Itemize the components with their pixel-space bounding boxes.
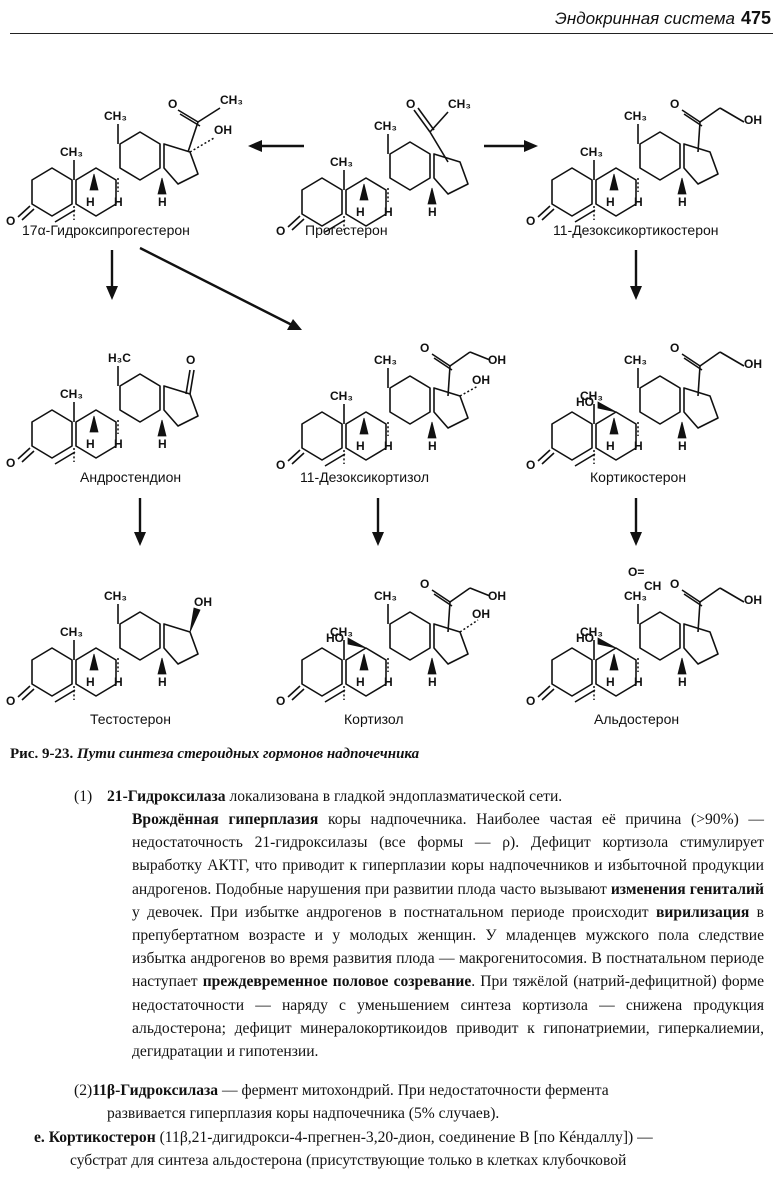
item-letter: е. [34,1129,45,1146]
structure-cortisol: O OH OH HO [276,577,506,708]
compound-name: Кортикостерон [590,469,686,485]
term: изменения гениталий [610,880,764,898]
arrow-down [630,250,642,300]
running-title: Эндокринная система [555,9,735,28]
term: 11β-Гидроксилаза [92,1082,219,1099]
svg-text:O: O [420,577,429,591]
compound-name: Тестостерон [90,711,171,727]
term: 21-Гидроксилаза [107,788,226,805]
figure-title: Пути синтеза стероидных гормонов надпоче… [76,746,420,762]
svg-text:O: O [670,97,679,111]
svg-text:OH: OH [472,607,490,621]
svg-text:O: O [168,97,177,111]
compound-name: Альдостерон [594,711,679,727]
list-item-11b-hydroxylase: (2)11β-Гидроксилаза — фермент митохондри… [74,1079,764,1102]
arrow-down [134,498,146,546]
figure-label: Рис. 9-23. [10,746,74,762]
structure-11-deoxycorticosterone: O OH [526,97,762,228]
paragraph-continued: субстрат для синтеза альдостерона (прису… [70,1152,627,1169]
svg-text:H: H [114,437,123,451]
paragraph-text: у девочек. При избытке андрогенов в пост… [132,903,656,921]
paragraph-text: . При тяжёлой (натрий-дефицитной) форме … [132,973,764,1061]
header-rule [10,33,773,34]
svg-text:OH: OH [744,593,762,607]
compound-name: 11-Дезоксикортизол [300,469,429,485]
arrow-down [630,498,642,546]
svg-text:OH: OH [472,373,490,387]
item-text: — фермент митохондрий. При недостаточнос… [218,1082,609,1099]
structure-corticosterone: O OH HO [526,341,762,472]
svg-text:O: O [670,341,679,355]
svg-text:CH₃: CH₃ [60,387,83,401]
svg-text:HO: HO [576,631,594,645]
svg-text:O=: O= [628,565,644,579]
svg-text:OH: OH [194,595,212,609]
compound-name: Андростендион [80,469,181,485]
item-text: локализована в гладкой эндоплазматическо… [225,788,563,805]
svg-text:H: H [158,437,167,451]
arrow-left [248,140,304,152]
svg-text:HO: HO [576,395,594,409]
svg-text:OH: OH [744,113,762,127]
structure-11-deoxycortisol: O OH OH [276,341,506,472]
figure-caption: Рис. 9-23. Пути синтеза стероидных гормо… [10,746,419,763]
structure-testosterone: OH [6,589,212,708]
svg-text:OH: OH [488,353,506,367]
arrow-right [484,140,538,152]
paragraph-continued: развивается гиперплазия коры надпочечник… [107,1105,500,1122]
item-text: (11β,21-дигидрокси-4-прегнен-3,20-дион, … [155,1129,653,1146]
term: вирилизация [655,903,750,921]
arrow-down [106,250,118,300]
steroid-synthesis-scheme: O CH₃ CH₃ H H H O CH₃ OH O [6,93,762,727]
svg-text:H₃C: H₃C [108,351,131,365]
svg-text:OH: OH [488,589,506,603]
paragraph-text: в препубертатном возрасте и у молодых же… [132,903,764,991]
arrow-down [372,498,384,546]
compound-name: 11-Дезоксикортикостерон [553,222,719,238]
svg-text:CH₃: CH₃ [448,97,471,111]
svg-text:OH: OH [214,123,232,137]
term: Кортикостерон [48,1129,156,1146]
svg-text:O: O [420,341,429,355]
compound-name: Прогестерон [305,222,388,238]
svg-text:H: H [86,437,95,451]
list-item-corticosterone: е. Кортикостерон (11β,21-дигидрокси-4-пр… [34,1126,764,1149]
svg-text:CH₃: CH₃ [220,93,243,107]
arrow-diagonal [139,246,302,330]
paragraph-text: коры надпочечника. Наиболее частая её пр… [132,811,765,898]
structure-progesterone: O CH₃ [276,97,471,238]
svg-text:CH: CH [644,579,661,593]
structure-17a-hydroxyprogesterone: O CH₃ OH [6,93,243,228]
term: Врождённая гиперплазия [132,811,319,828]
item-number: (2) [74,1082,93,1099]
paragraph-hyperplasia: Врождённая гиперплазия коры надпочечника… [132,808,764,1063]
svg-text:O: O [406,97,415,111]
compound-name: Кортизол [344,711,404,727]
compound-name: 17α-Гидроксипрогестерон [22,222,190,238]
running-head: Эндокринная система 475 [0,8,771,29]
list-item-21-hydroxylase: (1) 21-Гидроксилаза локализована в гладко… [74,785,764,808]
svg-text:O: O [6,456,15,470]
svg-text:O: O [670,577,679,591]
item-number: (1) [74,788,93,805]
svg-text:OH: OH [744,357,762,371]
term: преждевременное половое созревание [202,973,472,991]
page-number: 475 [740,8,771,28]
svg-text:O: O [186,353,195,367]
structure-androstenedione: O CH₃ H₃C H H H O [6,351,199,470]
svg-text:HO: HO [326,631,344,645]
structure-aldosterone: O OH HO CH O= [526,565,762,708]
